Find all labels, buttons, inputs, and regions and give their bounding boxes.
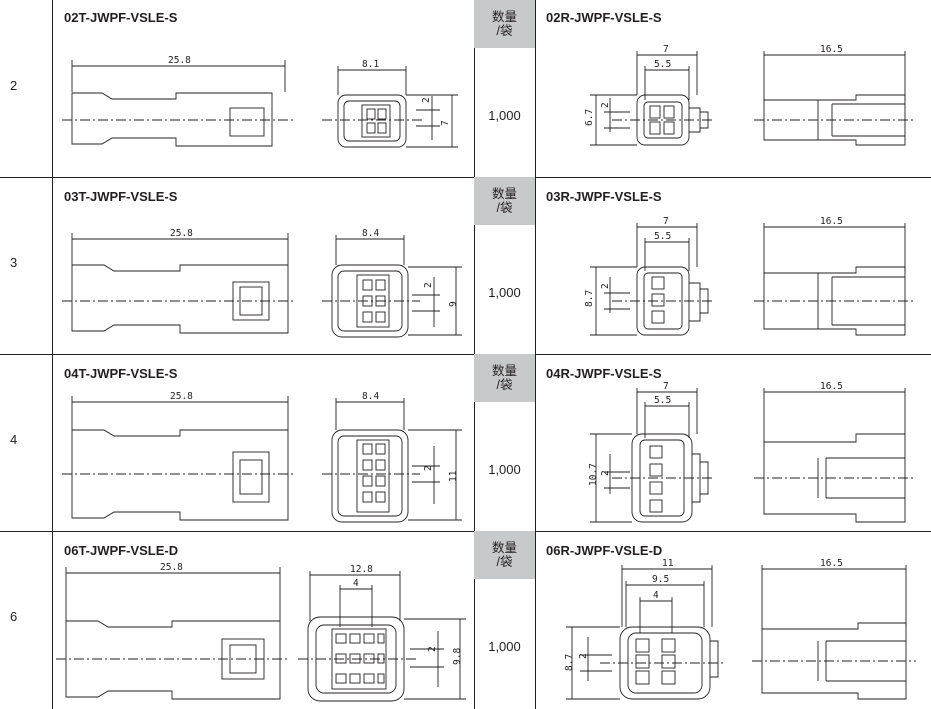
- qty-header-text: 数量 /袋: [491, 541, 517, 569]
- qty-header: 数量 /袋: [474, 177, 535, 225]
- dim-r-width: 7: [663, 216, 669, 227]
- pin-count: 4: [10, 432, 18, 447]
- t-part-name: 03T-JWPF-VSLE-S: [64, 189, 178, 204]
- dim-r-width: 7: [663, 44, 669, 55]
- dim-r-inner: 9.5: [652, 574, 669, 585]
- dim-r-length: 16.5: [820, 381, 843, 392]
- dim-r-sub: 4: [653, 590, 659, 601]
- dim-r-width: 11: [662, 558, 674, 569]
- pin-count: 3: [10, 255, 18, 270]
- table-row: 2 02T-JWPF-VSLE-S 数量 /袋 1,000 02R-JWPF-V…: [0, 0, 931, 178]
- dimension-drawing: 25.8 8.4 11 2 7 5.5 10.7 2: [62, 381, 915, 523]
- qty-value: 1,000: [488, 285, 521, 300]
- dim-r-inner: 5.5: [654, 395, 671, 406]
- dim-r-pitch: 2: [600, 102, 611, 108]
- dim-t-width: 12.8: [350, 564, 373, 575]
- r-part-name: 04R-JWPF-VSLE-S: [546, 366, 662, 381]
- dim-r-pitch: 2: [600, 470, 611, 476]
- dim-t-pitch: 2: [427, 646, 438, 652]
- dim-t-length: 25.8: [160, 562, 183, 573]
- dim-r-height: 6.7: [584, 109, 595, 126]
- qty-header: 数量 /袋: [474, 531, 535, 579]
- qty-header-text: 数量 /袋: [491, 10, 517, 38]
- qty-value: 1,000: [488, 108, 521, 123]
- table-row: 4 04T-JWPF-VSLE-S 数量 /袋 1,000 04R-JWPF-V…: [0, 354, 931, 532]
- qty-header-text: 数量 /袋: [491, 187, 517, 215]
- table-row: 6 06T-JWPF-VSLE-D 数量 /袋 1,000 06R-JWPF-V…: [0, 531, 931, 709]
- r-part-name: 03R-JWPF-VSLE-S: [546, 189, 662, 204]
- dim-t-height: 9.8: [452, 648, 463, 665]
- qty-header: 数量 /袋: [474, 0, 535, 48]
- qty-value: 1,000: [488, 462, 521, 477]
- table-row: 3 03T-JWPF-VSLE-S 数量 /袋 1,000 03R-JWPF-V…: [0, 177, 931, 355]
- dim-t-width: 8.4: [362, 228, 379, 239]
- dim-r-pitch: 2: [578, 653, 589, 659]
- r-part-name: 06R-JWPF-VSLE-D: [546, 543, 663, 558]
- pin-count: 6: [10, 609, 18, 624]
- qty-value: 1,000: [488, 639, 521, 654]
- dim-r-height: 10.7: [588, 463, 599, 486]
- qty-header: 数量 /袋: [474, 354, 535, 402]
- dim-r-inner: 5.5: [654, 59, 671, 70]
- row-divider: [0, 177, 931, 178]
- dim-t-length: 25.8: [170, 228, 193, 239]
- qty-header-text: 数量 /袋: [491, 364, 517, 392]
- dim-r-length: 16.5: [820, 44, 843, 55]
- t-part-name: 04T-JWPF-VSLE-S: [64, 366, 178, 381]
- dim-r-height: 8.7: [584, 290, 595, 307]
- dimension-drawing: 25.8 12.8 4 9.8 2 11 9.5 4 8: [56, 558, 916, 702]
- dim-t-sub: 4: [353, 578, 359, 589]
- dim-r-inner: 5.5: [654, 231, 671, 242]
- dim-r-length: 16.5: [820, 216, 843, 227]
- dim-t-pitch: 2: [423, 282, 434, 288]
- dim-r-length: 16.5: [820, 558, 843, 569]
- dim-t-pitch: 2: [421, 97, 432, 103]
- dim-t-height: 9: [448, 301, 459, 307]
- t-part-name: 02T-JWPF-VSLE-S: [64, 10, 178, 25]
- dim-t-length: 25.8: [168, 55, 191, 66]
- dim-t-width: 8.1: [362, 59, 379, 70]
- dim-t-width: 8.4: [362, 391, 379, 402]
- dim-r-pitch: 2: [600, 283, 611, 289]
- dim-r-height: 8.7: [564, 654, 575, 671]
- row-divider: [0, 354, 931, 355]
- dim-t-length: 25.8: [170, 391, 193, 402]
- dim-r-width: 7: [663, 381, 669, 392]
- dimension-drawing: 25.8 8.1 7 2 7 5.5 6.7 2: [62, 44, 915, 148]
- r-part-name: 02R-JWPF-VSLE-S: [546, 10, 662, 25]
- t-part-name: 06T-JWPF-VSLE-D: [64, 543, 179, 558]
- pin-count: 2: [10, 78, 18, 93]
- row-divider: [0, 531, 931, 532]
- dim-t-height: 11: [448, 470, 459, 482]
- dim-t-pitch: 2: [423, 465, 434, 471]
- dimension-drawing: 25.8 8.4 9 2 7 5.5 8.7 2 16.5: [62, 216, 915, 338]
- dim-t-height: 7: [440, 120, 451, 126]
